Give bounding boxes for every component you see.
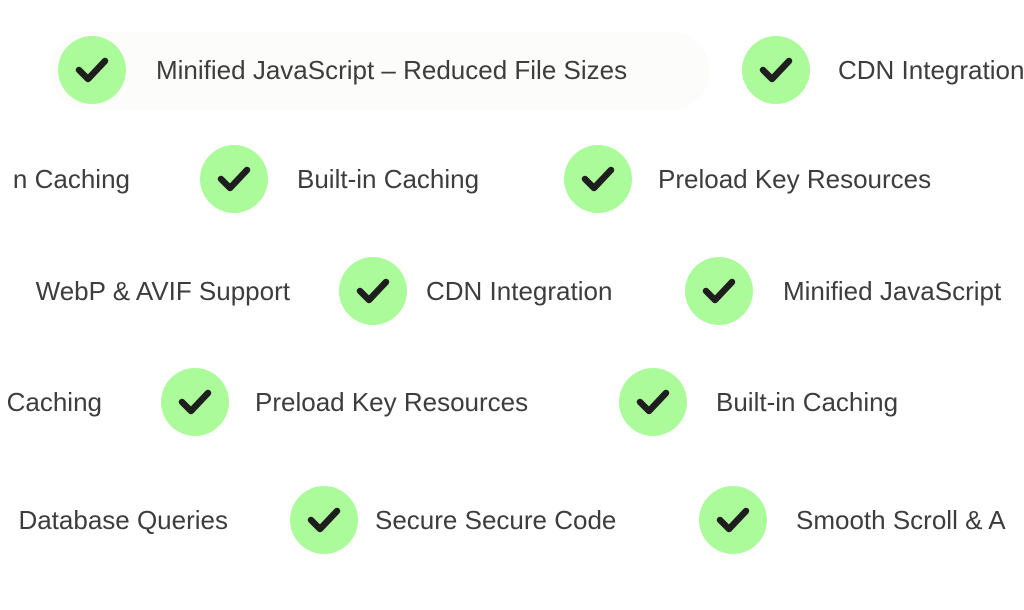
feature-label: Minified JavaScript [783, 276, 1002, 306]
check-icon [699, 486, 767, 554]
check-icon [564, 145, 632, 213]
check-icon [742, 36, 810, 104]
check-icon [339, 257, 407, 325]
feature-label: CDN Integration [838, 55, 1024, 85]
check-icon [619, 368, 687, 436]
feature-label-partial: Database Queries [18, 505, 228, 535]
feature-label: Minified JavaScript – Reduced File Sizes [156, 55, 628, 85]
check-icon [200, 145, 268, 213]
check-icon [161, 368, 229, 436]
check-icon [58, 36, 126, 104]
feature-label: Smooth Scroll & A [796, 505, 1006, 535]
highlighted-feature-pill [50, 32, 710, 110]
feature-label-partial: n Caching [12, 164, 130, 194]
feature-label: Secure Secure Code [375, 505, 617, 535]
feature-label: Built-in Caching [297, 164, 480, 194]
feature-label: Preload Key Resources [255, 387, 529, 417]
feature-label-partial: Caching [6, 387, 102, 417]
feature-label: Preload Key Resources [658, 164, 932, 194]
feature-label-partial: WebP & AVIF Support [35, 276, 290, 306]
feature-label: Built-in Caching [716, 387, 899, 417]
check-icon [685, 257, 753, 325]
feature-label: CDN Integration [426, 276, 613, 306]
check-icon [290, 486, 358, 554]
